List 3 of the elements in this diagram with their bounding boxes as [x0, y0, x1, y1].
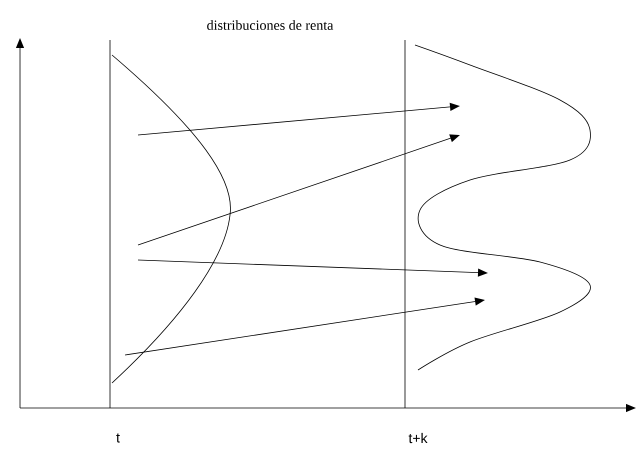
axis-label: t+k — [408, 432, 428, 444]
axis-label: t — [116, 433, 120, 443]
chart-title: distribuciones de renta — [207, 20, 334, 30]
